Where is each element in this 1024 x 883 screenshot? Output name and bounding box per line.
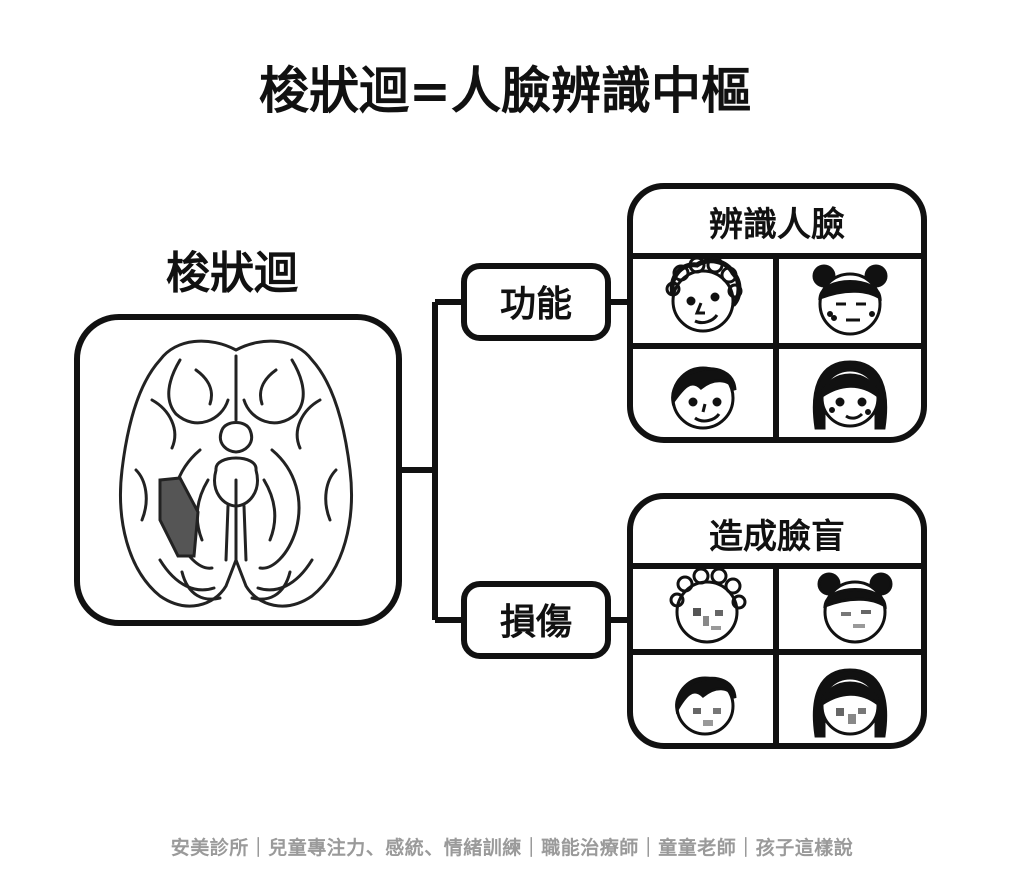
branch-box-damage xyxy=(461,581,611,659)
panel-title-recognize: 辨識人臉 xyxy=(709,205,845,245)
long-hair-girl-face xyxy=(812,668,888,738)
branch-label-function: 功能 xyxy=(500,284,572,325)
brain-illustration xyxy=(119,339,353,608)
fusiform-gyrus-highlight xyxy=(158,476,200,558)
branch-label-damage: 損傷 xyxy=(500,602,572,643)
curly-hair-boy-face xyxy=(665,256,743,333)
bun-hair-girl-face xyxy=(812,264,888,336)
footer-credit: 安美診所｜兒童專注力、感統、情緒訓練｜職能治療師｜童童老師｜孩子這樣說 xyxy=(170,837,854,859)
brain-label: 梭狀迴 xyxy=(166,248,299,299)
connector-lines xyxy=(399,299,630,623)
bun-hair-girl-face xyxy=(817,572,893,644)
short-hair-boy-face xyxy=(675,676,737,736)
long-hair-girl-face xyxy=(812,360,888,430)
branch-box-function xyxy=(461,263,611,341)
panel-title-blindness: 造成臉盲 xyxy=(709,517,845,557)
curly-hair-boy-face xyxy=(669,567,747,644)
short-hair-boy-face xyxy=(671,366,737,430)
page-title: 梭狀迴=人臉辨識中樞 xyxy=(259,62,751,120)
